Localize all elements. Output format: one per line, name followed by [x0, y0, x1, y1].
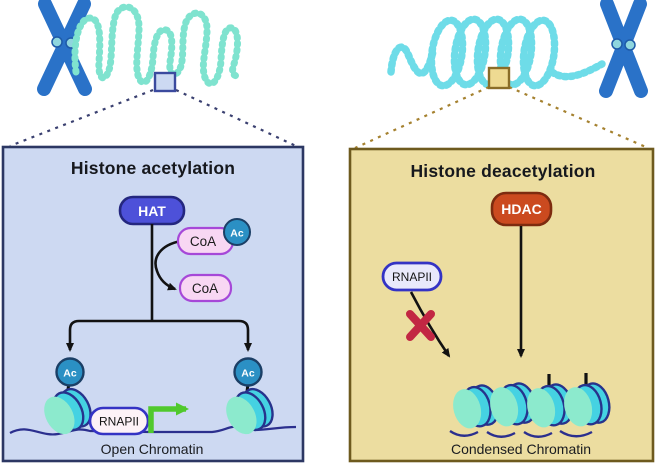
panel-histone-acetylation: Histone acetylation HAT CoA Ac CoA Ac Ac — [1, 145, 305, 463]
panel-left-title: Histone acetylation — [71, 158, 235, 178]
hdac-enzyme-pill — [490, 191, 553, 227]
centromere-right-icon — [611, 38, 636, 51]
dna-tails-condensed — [449, 429, 593, 438]
ac-mark-right-label: Ac — [241, 368, 255, 380]
ac-mark-left-label: Ac — [63, 368, 77, 380]
ac-badge-label: Ac — [230, 228, 244, 240]
acetyl-coa-label: CoA — [190, 234, 216, 249]
coa-transfer-arrow — [154, 239, 182, 291]
hdac-enzyme-label: HDAC — [501, 201, 541, 217]
rnapii-right-label: RNAPII — [392, 270, 432, 284]
zoom-region-box-left — [153, 71, 177, 93]
rnapii-left-label: RNAPII — [99, 415, 139, 429]
red-cross-icon — [406, 310, 435, 341]
ac-mark-right-circle — [233, 357, 263, 387]
rnapii-right-pill — [381, 261, 443, 292]
panel-right-title: Histone deacetylation — [410, 161, 595, 181]
open-chromatin-caption: Open Chromatin — [101, 441, 204, 457]
ac-mark-left-circle — [55, 357, 85, 387]
zoom-region-box-right — [487, 66, 511, 90]
hat-enzyme-label: HAT — [138, 203, 166, 219]
blocked-recruitment-arrow — [409, 291, 451, 358]
coa-product-pill — [178, 273, 233, 303]
rnapii-left-pill — [88, 406, 150, 436]
transcription-arrow-icon — [148, 402, 189, 433]
condensed-chromatin-caption: Condensed Chromatin — [451, 441, 591, 457]
chromosome-right-icon — [599, 0, 648, 98]
coa-product-label: CoA — [192, 281, 218, 296]
panel-histone-deacetylation: Histone deacetylation HDAC RNAPII Conde — [348, 147, 655, 463]
chromosome-left-icon — [37, 0, 92, 96]
chromatin-fiber-open-icon — [71, 3, 242, 88]
zoom-connector-left — [9, 88, 297, 148]
ac-badge-circle — [223, 218, 251, 246]
branch-line — [68, 319, 250, 346]
